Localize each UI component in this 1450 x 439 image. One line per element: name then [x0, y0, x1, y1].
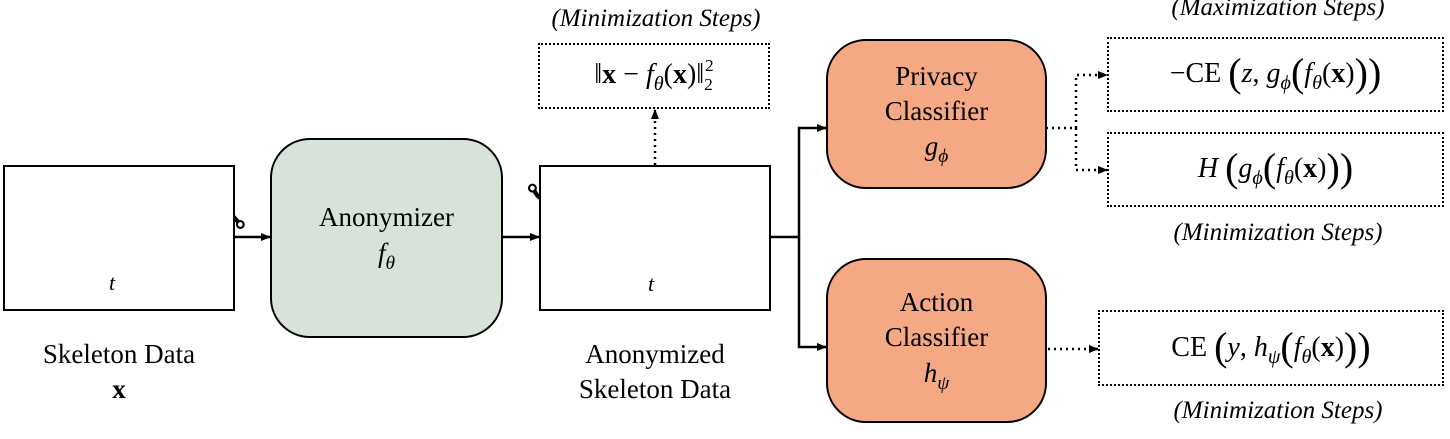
dotted-arrow-privacy-split: [1046, 71, 1108, 130]
anonymizer-symbol: fθ: [377, 237, 396, 274]
anonymized-caption-line2: Skeleton Data: [578, 374, 732, 405]
privacy-ce-note: (Maximization Steps): [1171, 0, 1385, 21]
reconstruction-note: (Minimization Steps): [551, 5, 761, 32]
input-skeleton-panel: [3, 165, 235, 311]
anonymized-skeleton-panel: [539, 165, 771, 311]
anonymizer-title: Anonymizer: [319, 202, 454, 233]
input-caption: Skeleton Data x: [0, 337, 238, 407]
anonymized-time-label: t: [648, 271, 655, 296]
action-classifier-symbol: hψ: [923, 357, 950, 394]
entropy-note: (Minimization Steps): [1173, 219, 1383, 246]
entropy-loss-box: H (gϕ(fθ(x))): [1107, 132, 1444, 207]
action-ce-note: (Minimization Steps): [1173, 397, 1383, 424]
branch-line: [770, 124, 827, 239]
branch-line-lower: [797, 237, 827, 351]
anonymizer-block: Anonymizer fθ: [270, 138, 503, 338]
anonymized-caption-line1: Anonymized: [585, 339, 725, 369]
privacy-classifier-block: Privacy Classifier gϕ: [826, 39, 1047, 189]
privacy-ce-loss-box: −CE (z, gϕ(fθ(x))): [1107, 37, 1444, 112]
anonymized-caption: Anonymized Skeleton Data: [539, 337, 771, 407]
privacy-classifier-line1: Privacy: [895, 60, 978, 91]
input-time-label: t: [109, 270, 116, 295]
action-classifier-line1: Action: [899, 287, 974, 318]
action-classifier-block: Action Classifier hψ: [826, 258, 1047, 423]
action-classifier-line2: Classifier: [884, 322, 989, 353]
reconstruction-loss-box: ‖x − fθ(x)‖22: [538, 43, 770, 109]
input-caption-line1: Skeleton Data: [42, 339, 196, 369]
privacy-classifier-symbol: gϕ: [924, 131, 949, 167]
dotted-arrow-to-entropy: [1074, 128, 1108, 174]
privacy-classifier-line2: Classifier: [884, 95, 989, 126]
input-caption-symbol: x: [112, 374, 126, 405]
action-ce-loss-box: CE (y, hψ(fθ(x))): [1098, 310, 1444, 386]
